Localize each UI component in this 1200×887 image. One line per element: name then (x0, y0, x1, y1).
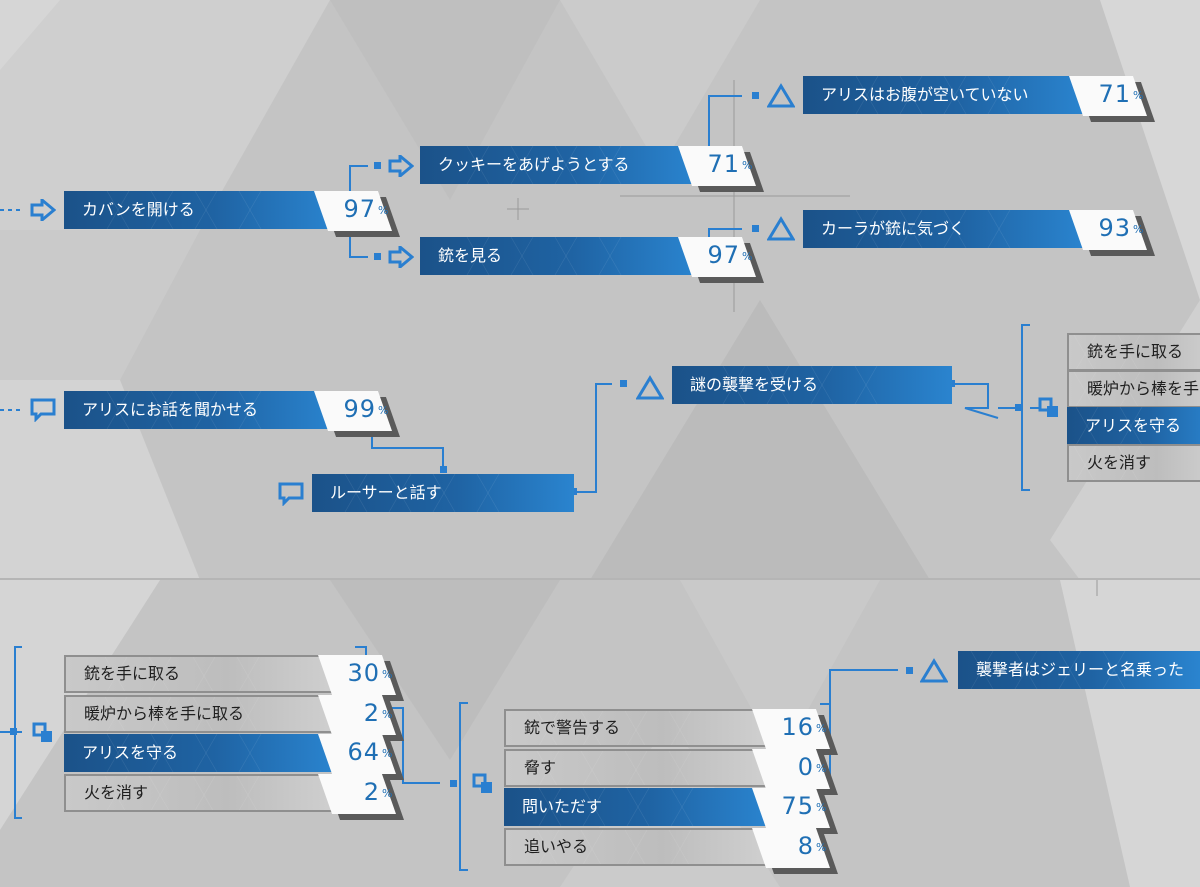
node-mystery-attack[interactable]: 謎の襲撃を受ける (672, 366, 954, 406)
choice-list-middle: 銃を手に取る 暖炉から棒を手に アリスを守る 火を消す (1067, 333, 1200, 483)
node-attacker-named[interactable]: 襲撃者はジェリーと名乗った (958, 651, 1200, 691)
node-tell-story[interactable]: アリスにお話を聞かせる 99% (64, 391, 409, 437)
node-look-at-gun-label: 銃を見る (420, 237, 696, 275)
node-kara-notices-gun[interactable]: カーラが銃に気づく 93% (803, 210, 1173, 256)
percent-badge: 0% (752, 749, 838, 795)
choice-item-selected[interactable]: アリスを守る (1067, 407, 1200, 445)
choice-item-selected[interactable]: アリスを守る (64, 734, 336, 772)
choice-item[interactable]: 火を消す (1067, 444, 1200, 482)
node-give-cookie[interactable]: クッキーをあげようとする 71% (420, 146, 764, 192)
percent-badge: 16% (752, 709, 838, 755)
speech-bubble-icon (30, 398, 56, 422)
choice-item[interactable]: 銃を手に取る (1067, 333, 1200, 371)
arrow-right-icon (388, 246, 414, 268)
percent-badge: 2% (318, 774, 404, 820)
node-attacker-named-label: 襲撃者はジェリーと名乗った (958, 651, 1200, 689)
percent-badge: 2% (318, 695, 404, 741)
node-mystery-attack-label: 謎の襲撃を受ける (672, 366, 952, 404)
triangle-icon (767, 216, 795, 241)
node-kara-notices-gun-label: カーラが銃に気づく (803, 210, 1085, 248)
node-talk-luther[interactable]: ルーサーと話す (312, 474, 576, 514)
choice-squares-icon (472, 773, 492, 793)
choice-item-selected[interactable]: 問いただす (504, 788, 768, 826)
choice-item[interactable]: 追いやる (504, 828, 768, 866)
node-look-at-gun[interactable]: 銃を見る 97% (420, 237, 764, 283)
choice-squares-icon (1038, 397, 1058, 417)
percent-badge: 99% (314, 391, 400, 437)
choice-item[interactable]: 銃で警告する (504, 709, 768, 747)
triangle-icon (920, 658, 948, 683)
choice-item[interactable]: 火を消す (64, 774, 336, 812)
speech-bubble-icon (278, 482, 304, 506)
percent-badge: 71% (1069, 76, 1155, 122)
choice-item[interactable]: 暖炉から棒を手に (1067, 370, 1200, 408)
triangle-icon (767, 83, 795, 108)
percent-badge: 93% (1069, 210, 1155, 256)
node-alice-not-hungry[interactable]: アリスはお腹が空いていない 71% (803, 76, 1173, 122)
node-alice-not-hungry-label: アリスはお腹が空いていない (803, 76, 1085, 114)
triangle-icon (636, 375, 664, 400)
arrow-right-icon (388, 155, 414, 177)
choice-squares-icon (32, 722, 52, 742)
arrow-right-icon (30, 199, 56, 221)
node-tell-story-label: アリスにお話を聞かせる (64, 391, 336, 429)
percent-badge: 30% (318, 655, 404, 701)
choice-item[interactable]: 銃を手に取る (64, 655, 336, 693)
percent-badge: 97% (678, 237, 764, 283)
percent-badge: 8% (752, 828, 838, 874)
node-open-bag[interactable]: カバンを開ける 97% (64, 191, 409, 237)
choice-item[interactable]: 暖炉から棒を手に取る (64, 695, 336, 733)
percent-badge: 97% (314, 191, 400, 237)
node-talk-luther-label: ルーサーと話す (312, 474, 574, 512)
choice-item[interactable]: 脅す (504, 749, 768, 787)
node-open-bag-label: カバンを開ける (64, 191, 336, 229)
percent-badge: 64% (318, 734, 404, 780)
node-give-cookie-label: クッキーをあげようとする (420, 146, 696, 184)
choice-list-right: 銃で警告する 16% 脅す 0% 問いただす 75% 追いやる 8% (504, 709, 844, 874)
choice-list-left: 銃を手に取る 30% 暖炉から棒を手に取る 2% アリスを守る 64% 火を消す… (64, 655, 414, 820)
percent-badge: 71% (678, 146, 764, 192)
percent-badge: 75% (752, 788, 838, 834)
